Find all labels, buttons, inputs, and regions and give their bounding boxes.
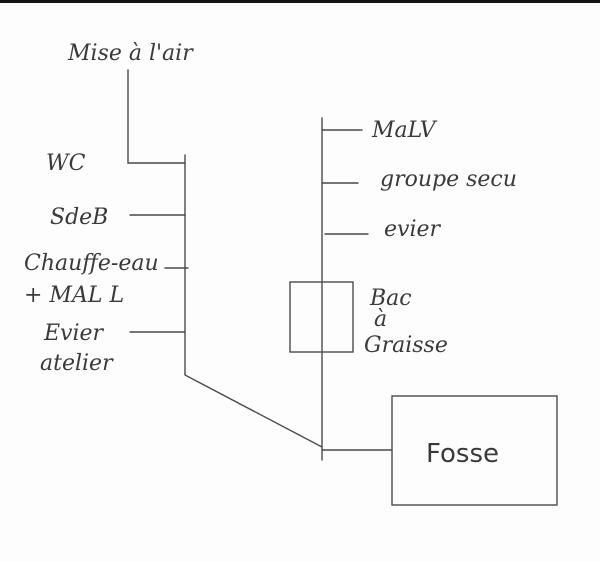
wc-label: WC (46, 151, 86, 176)
septic-tank-label: Fosse (426, 439, 499, 469)
water-heater-label-2: + MAL L (24, 283, 124, 308)
water-heater-label: Chauffe-eau (24, 251, 159, 276)
sdb-label: SdeB (50, 205, 108, 230)
malv-label: MaLV (371, 118, 438, 143)
top-border (0, 0, 600, 3)
grease-trap-label-3: Graisse (364, 333, 448, 358)
vent-pipe (127, 69, 186, 164)
sink-label: evier (384, 217, 442, 242)
vent-label: Mise à l'air (67, 41, 194, 66)
septic-tank-box (391, 395, 558, 506)
left-main-pipe (184, 154, 323, 448)
grease-trap-box (289, 281, 354, 353)
grease-trap-label: Bac (369, 286, 412, 311)
workshop-sink-label: Evier (43, 321, 105, 346)
grease-trap-label-2: à (374, 307, 387, 332)
workshop-sink-label-2: atelier (40, 351, 114, 376)
safety-group-label: groupe secu (380, 167, 517, 192)
